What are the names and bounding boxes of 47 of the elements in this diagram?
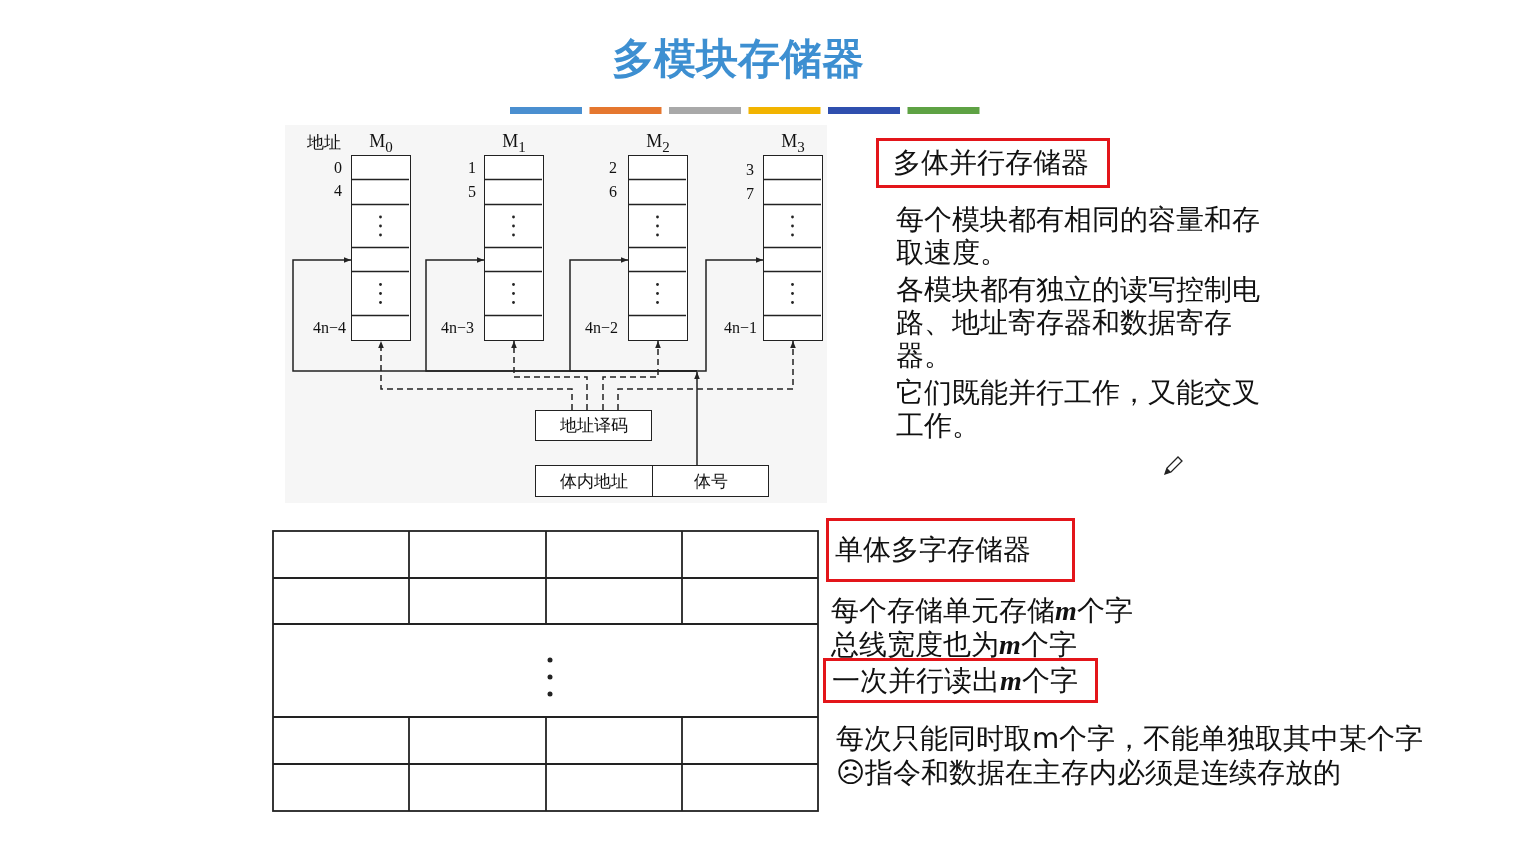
memory-module xyxy=(351,155,411,341)
description-text: 每个存储单元存储m个字 xyxy=(831,594,1133,627)
address-heading: 地址 xyxy=(307,134,341,151)
address-label: 2 xyxy=(609,160,617,176)
address-label: 4n−2 xyxy=(584,320,618,336)
description-text: ☹指令和数据在主存内必须是连续存放的 xyxy=(836,756,1342,789)
register-box xyxy=(535,465,653,497)
highlight-box xyxy=(876,138,1110,188)
module-label: M$_{3}$ xyxy=(780,132,806,155)
description-text: 每个模块都有相同的容量和存取速度。 xyxy=(896,203,1261,269)
highlight-box xyxy=(823,658,1098,703)
address-label: 4n−3 xyxy=(440,320,474,336)
register-box xyxy=(652,465,769,497)
description-text: 各模块都有独立的读写控制电路、地址寄存器和数据寄存器。 xyxy=(896,273,1261,372)
address-label: 6 xyxy=(609,184,617,200)
address-label: 7 xyxy=(746,186,754,202)
address-label: 3 xyxy=(746,162,754,178)
address-label: 4n−4 xyxy=(312,320,346,336)
register-box xyxy=(535,410,652,441)
highlight-box xyxy=(826,518,1075,582)
box-label: 单体多字存储器 xyxy=(835,532,1031,568)
box-label: 体内地址 xyxy=(560,470,628,493)
arrow xyxy=(696,257,764,372)
module-label: M$_{2}$ xyxy=(645,132,671,155)
description-text: 它们既能并行工作，又能交叉工作。 xyxy=(896,376,1261,442)
address-label: 4 xyxy=(334,183,342,199)
dashed-arrow xyxy=(378,340,573,411)
title: 多模块存储器 xyxy=(612,38,864,80)
module-label: M$_{1}$ xyxy=(501,132,527,155)
memory-module xyxy=(628,155,688,341)
arrow xyxy=(694,371,700,466)
box-label: 地址译码 xyxy=(559,415,628,437)
memory-module xyxy=(763,155,823,341)
address-label: 1 xyxy=(468,160,476,176)
box-label: 多体并行存储器 xyxy=(893,145,1089,181)
address-label: 4n−1 xyxy=(723,320,757,336)
address-label: 0 xyxy=(334,160,342,176)
description-text: 总线宽度也为m个字 xyxy=(831,628,1077,661)
module-label: M$_{0}$ xyxy=(368,132,394,155)
dashed-arrow xyxy=(511,340,588,411)
box-label: 体号 xyxy=(693,470,728,493)
box-label: 一次并行读出m个字 xyxy=(832,662,1078,699)
address-label: 5 xyxy=(468,184,476,200)
dashed-arrow xyxy=(617,340,796,411)
memory-module xyxy=(484,155,544,341)
dashed-arrow xyxy=(602,340,661,411)
arrow xyxy=(569,257,698,372)
